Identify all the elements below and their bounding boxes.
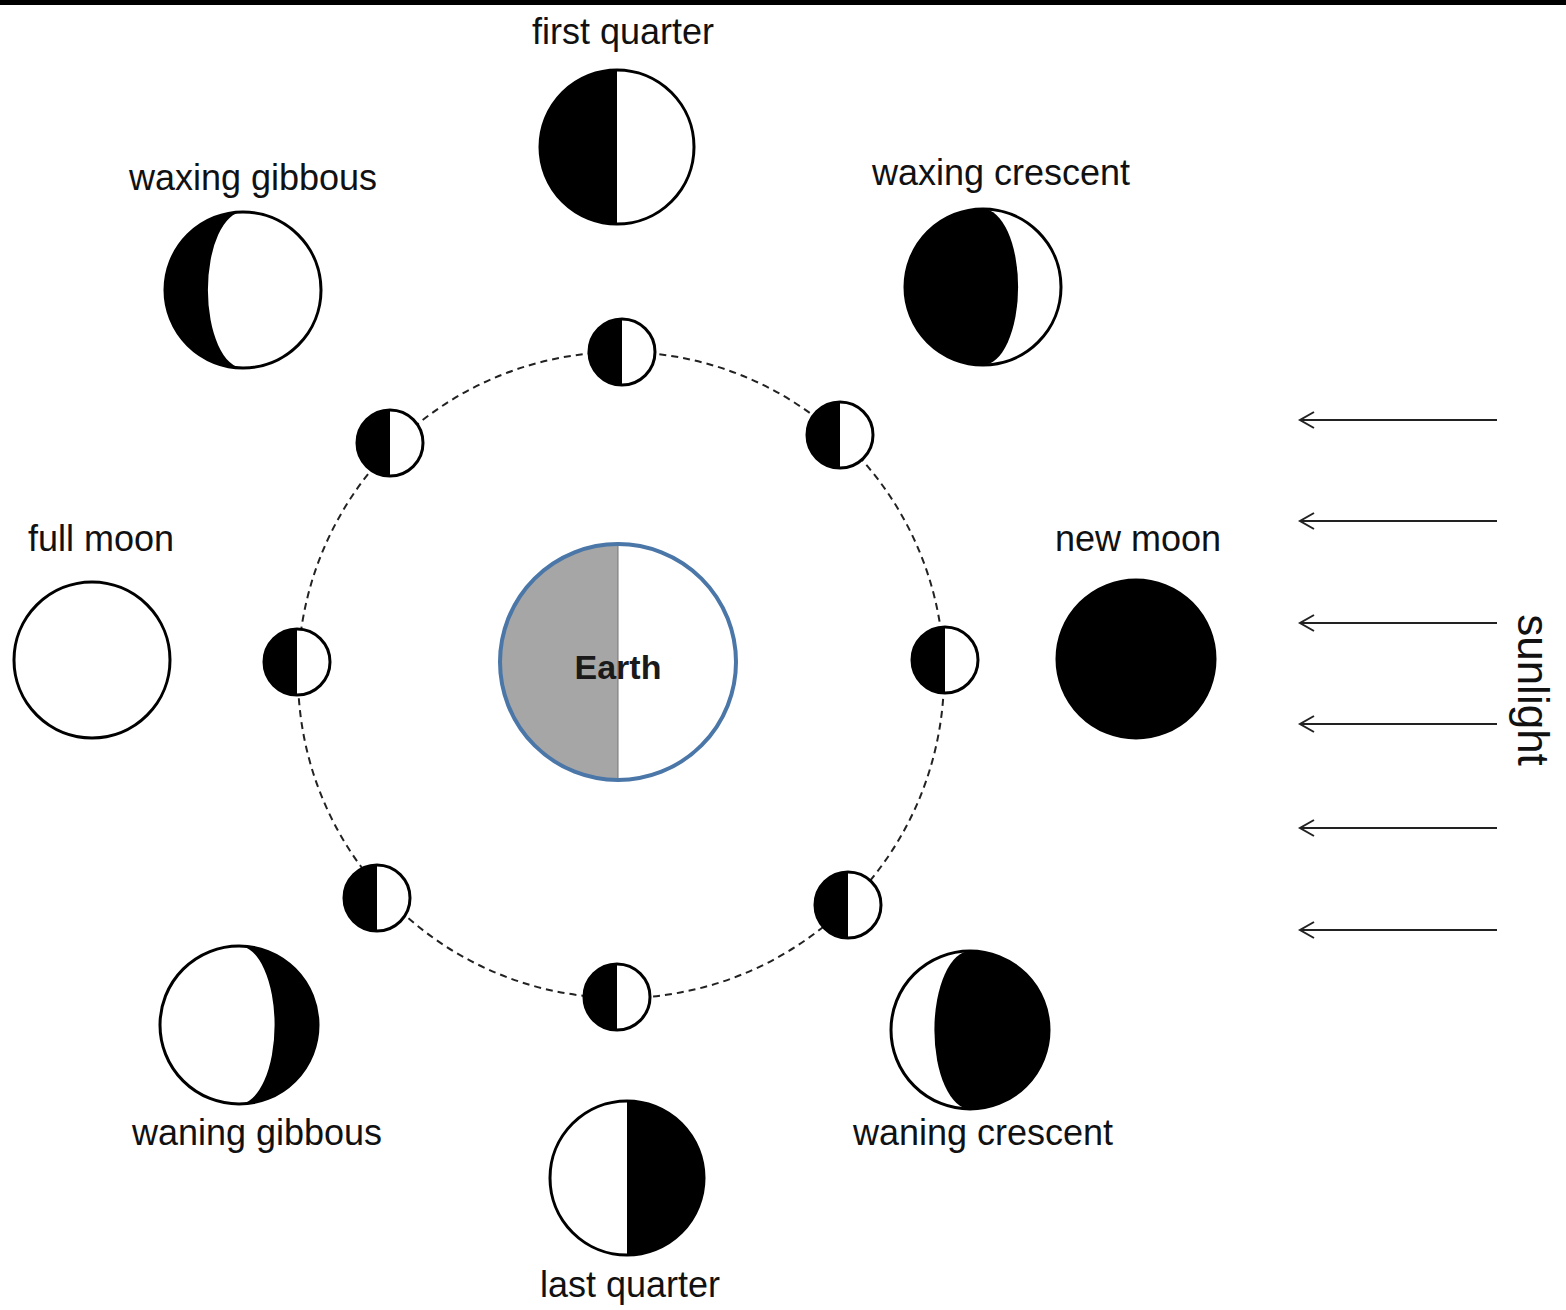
moon-phase: full moon — [14, 582, 170, 738]
moon-disc — [905, 209, 1061, 365]
moon-outline — [14, 582, 170, 738]
sunlight-label: sunlight — [1508, 614, 1559, 766]
moon-disc — [550, 1101, 704, 1255]
moon-shape — [1057, 580, 1215, 738]
moon-phase: waning crescent — [891, 951, 1049, 1109]
sunlight-arrow — [1300, 520, 1497, 522]
moon-phase: waning gibbous — [160, 946, 318, 1104]
moon-shape — [160, 946, 318, 1104]
orbit-moon — [357, 410, 423, 476]
sunlight-arrow — [1300, 622, 1497, 624]
moon-shape — [891, 951, 1049, 1109]
moon-disc — [540, 70, 694, 224]
moon-disc — [165, 212, 321, 368]
earth-label: Earth — [575, 648, 663, 687]
top-rule — [0, 0, 1566, 5]
moon-shadow — [934, 951, 1049, 1109]
moon-shape — [14, 582, 170, 738]
moon-outline — [905, 209, 1061, 365]
phase-label: waning gibbous — [132, 1112, 384, 1153]
sunlight-arrowhead — [1300, 513, 1314, 529]
moon-outline — [540, 70, 694, 224]
moon-disc — [160, 946, 318, 1104]
moon-shadow — [540, 70, 617, 224]
moon-shadow — [239, 946, 318, 1104]
earth-outline — [500, 544, 736, 780]
moon-disc — [1057, 580, 1215, 738]
sunlight-arrowhead — [1300, 820, 1314, 836]
sunlight-arrows — [1300, 412, 1497, 938]
phase-label: waxing crescent — [872, 152, 1132, 193]
sunlight-arrow — [1300, 723, 1497, 725]
moon-shadow — [627, 1101, 704, 1255]
sunlight-label-holder: sunlight — [1508, 614, 1559, 766]
orbit-moon-shade — [912, 627, 945, 693]
sunlight-arrow — [1300, 419, 1497, 421]
orbit-moon — [807, 402, 873, 468]
earth-circle: Earth — [500, 544, 736, 780]
orbit-moon-shade — [344, 865, 377, 931]
orbit-moon-shade — [815, 872, 848, 938]
orbit-moon — [584, 964, 650, 1030]
orbit-moon — [264, 629, 330, 695]
phase-label: full moon — [28, 518, 176, 559]
moon-phase: waxing crescent — [905, 209, 1061, 365]
moon-outline — [550, 1101, 704, 1255]
moon-outline — [160, 946, 318, 1104]
moon-outline — [891, 951, 1049, 1109]
sunlight-arrowhead — [1300, 412, 1314, 428]
phase-label: new moon — [1055, 518, 1223, 559]
orbit-moons — [264, 319, 978, 1030]
moon-outline — [165, 212, 321, 368]
phase-label: last quarter — [540, 1264, 722, 1305]
orbit-moon-shade — [589, 319, 622, 385]
moon-shadow — [905, 209, 1018, 365]
orbit-path — [298, 352, 944, 998]
moon-shape — [550, 1101, 704, 1255]
orbit-moon-shade — [264, 629, 297, 695]
orbit-moon-shade — [584, 964, 617, 1030]
phase-label: waning crescent — [853, 1112, 1115, 1153]
moon-shape — [165, 212, 321, 368]
moon-shape — [540, 70, 694, 224]
sunlight-arrow — [1300, 827, 1497, 829]
sunlight-arrow — [1300, 929, 1497, 931]
sunlight-arrowhead — [1300, 615, 1314, 631]
moon-phase: waxing gibbous — [165, 212, 321, 368]
moon-shape — [905, 209, 1061, 365]
sunlight-arrowhead — [1300, 922, 1314, 938]
earth-day-side — [500, 544, 736, 780]
orbit-moon — [815, 872, 881, 938]
orbit-moon-shade — [807, 402, 840, 468]
moon-shadow — [165, 212, 243, 368]
phase-label: waxing gibbous — [129, 157, 379, 198]
orbit-moon — [589, 319, 655, 385]
orbit-moon — [344, 865, 410, 931]
moon-phase: new moon — [1057, 580, 1215, 738]
phase-label: first quarter — [532, 11, 716, 52]
sunlight-arrowhead — [1300, 716, 1314, 732]
moon-phase: last quarter — [550, 1101, 704, 1255]
orbit-moon-shade — [357, 410, 390, 476]
moon-phase: first quarter — [540, 70, 694, 224]
orbit-moon — [912, 627, 978, 693]
moon-disc — [14, 582, 170, 738]
moon-disc — [891, 951, 1049, 1109]
